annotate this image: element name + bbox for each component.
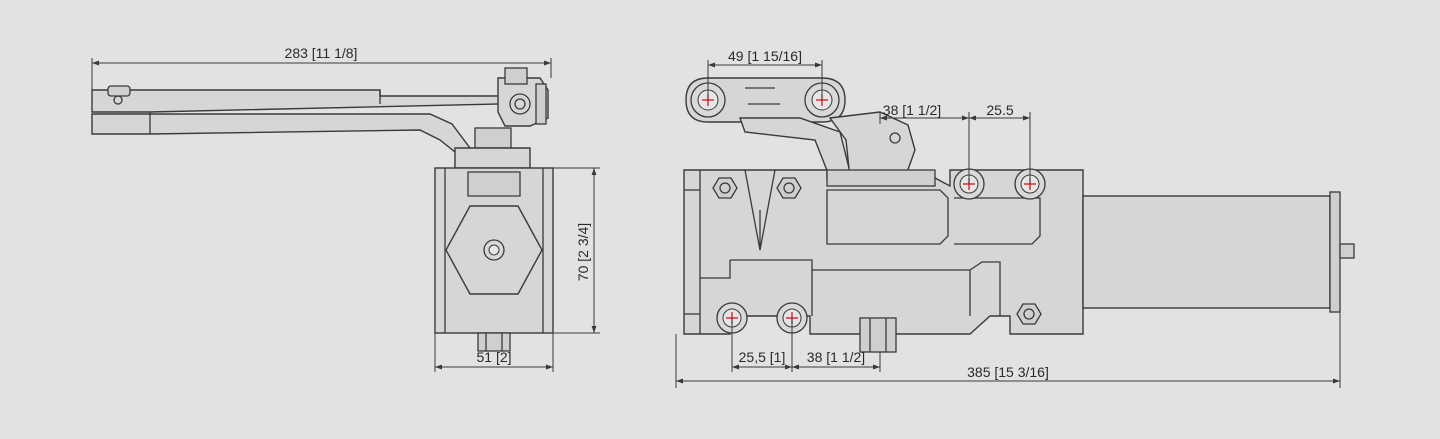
dimension-body-height: 70 [2 3/4] [553,167,600,334]
closer-body-side [434,167,554,352]
dimension-arm-length: 283 [11 1/8] [91,45,552,90]
mounting-hole [716,302,748,334]
dim-label-bracket-spacing: 49 [1 15/16] [728,48,802,64]
dimension-bracket-spacing: 49 [1 15/16] [707,48,823,100]
closer-cylinder [1082,191,1355,313]
dimension-top-holes: 38 [1 1/2] 25.5 [879,102,1031,184]
dim-label-arm-length: 283 [11 1/8] [285,45,358,61]
closer-arm [91,67,549,169]
dim-label-bottom-spacing: 25,5 [1] [739,349,786,365]
dim-label-body-width: 51 [2] [476,349,511,365]
dimension-bottom-holes: 25,5 [1] 38 [1 1/2] [731,318,881,372]
dim-label-bottom-offset: 38 [1 1/2] [807,349,865,365]
dim-label-top-offset: 38 [1 1/2] [883,102,941,118]
closer-body-front [683,169,1084,353]
front-view: 49 [1 15/16] 38 [1 1/2] 25.5 25,5 [1] 38… [675,48,1355,388]
dim-label-top-spacing: 25.5 [986,102,1013,118]
dimension-total-length: 385 [15 3/16] [675,312,1341,388]
dimension-body-width: 51 [2] [434,333,554,372]
dim-label-body-height: 70 [2 3/4] [575,223,591,281]
dim-label-total-length: 385 [15 3/16] [967,364,1049,380]
side-view: 283 [11 1/8] 70 [2 3/4] 51 [2] [91,45,600,372]
